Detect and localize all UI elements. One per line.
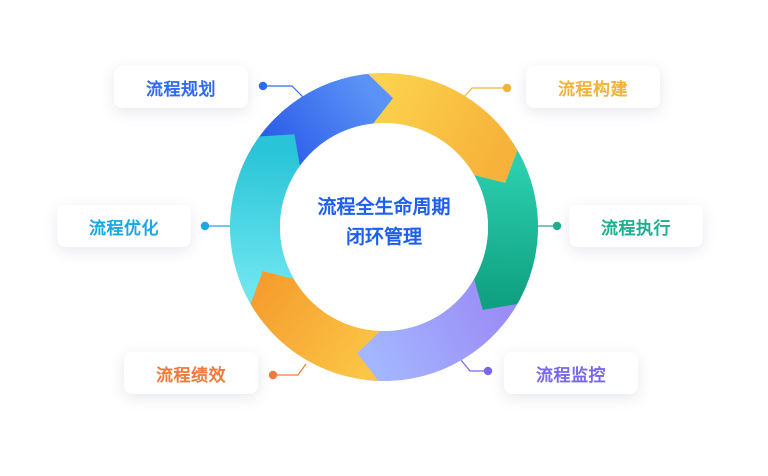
ring-segment-construction: [367, 72, 518, 183]
stage-card-planning[interactable]: 流程规划: [114, 66, 248, 108]
stage-card-monitoring[interactable]: 流程监控: [504, 352, 638, 394]
stage-card-optimization[interactable]: 流程优化: [57, 205, 191, 247]
center-title: 流程全生命周期 闭环管理: [284, 192, 484, 252]
stage-label-construction: 流程构建: [558, 79, 628, 100]
stage-label-execution: 流程执行: [601, 218, 671, 239]
stage-card-performance[interactable]: 流程绩效: [124, 352, 258, 394]
connector-dot-icon-performance: [268, 370, 278, 380]
connector-dot-icon-construction: [502, 83, 512, 93]
connector-line-planning: [263, 85, 304, 98]
connector-dot-icon-planning: [258, 81, 268, 91]
connector-line-performance: [273, 363, 307, 376]
center-title-line1: 流程全生命周期: [317, 196, 451, 218]
stage-label-monitoring: 流程监控: [536, 365, 606, 386]
stage-card-construction[interactable]: 流程构建: [526, 66, 660, 108]
connector-dot-icon-monitoring: [483, 366, 493, 376]
ring-segment-monitoring: [348, 279, 518, 382]
connector-dot-icon-execution: [552, 221, 562, 231]
stage-label-planning: 流程规划: [146, 79, 216, 100]
connector-line-construction: [463, 87, 507, 98]
stage-label-optimization: 流程优化: [89, 218, 159, 239]
connector-dot-icon-optimization: [200, 221, 210, 231]
ring-segment-execution: [468, 150, 539, 320]
center-title-line2: 闭环管理: [345, 226, 422, 248]
connector-line-monitoring: [460, 359, 488, 372]
stage-label-performance: 流程绩效: [156, 365, 226, 386]
ring-center-hole: [280, 123, 488, 331]
ring-segment-performance: [241, 253, 381, 381]
ring-segment-optimization: [229, 134, 300, 304]
stage-card-execution[interactable]: 流程执行: [569, 205, 703, 247]
